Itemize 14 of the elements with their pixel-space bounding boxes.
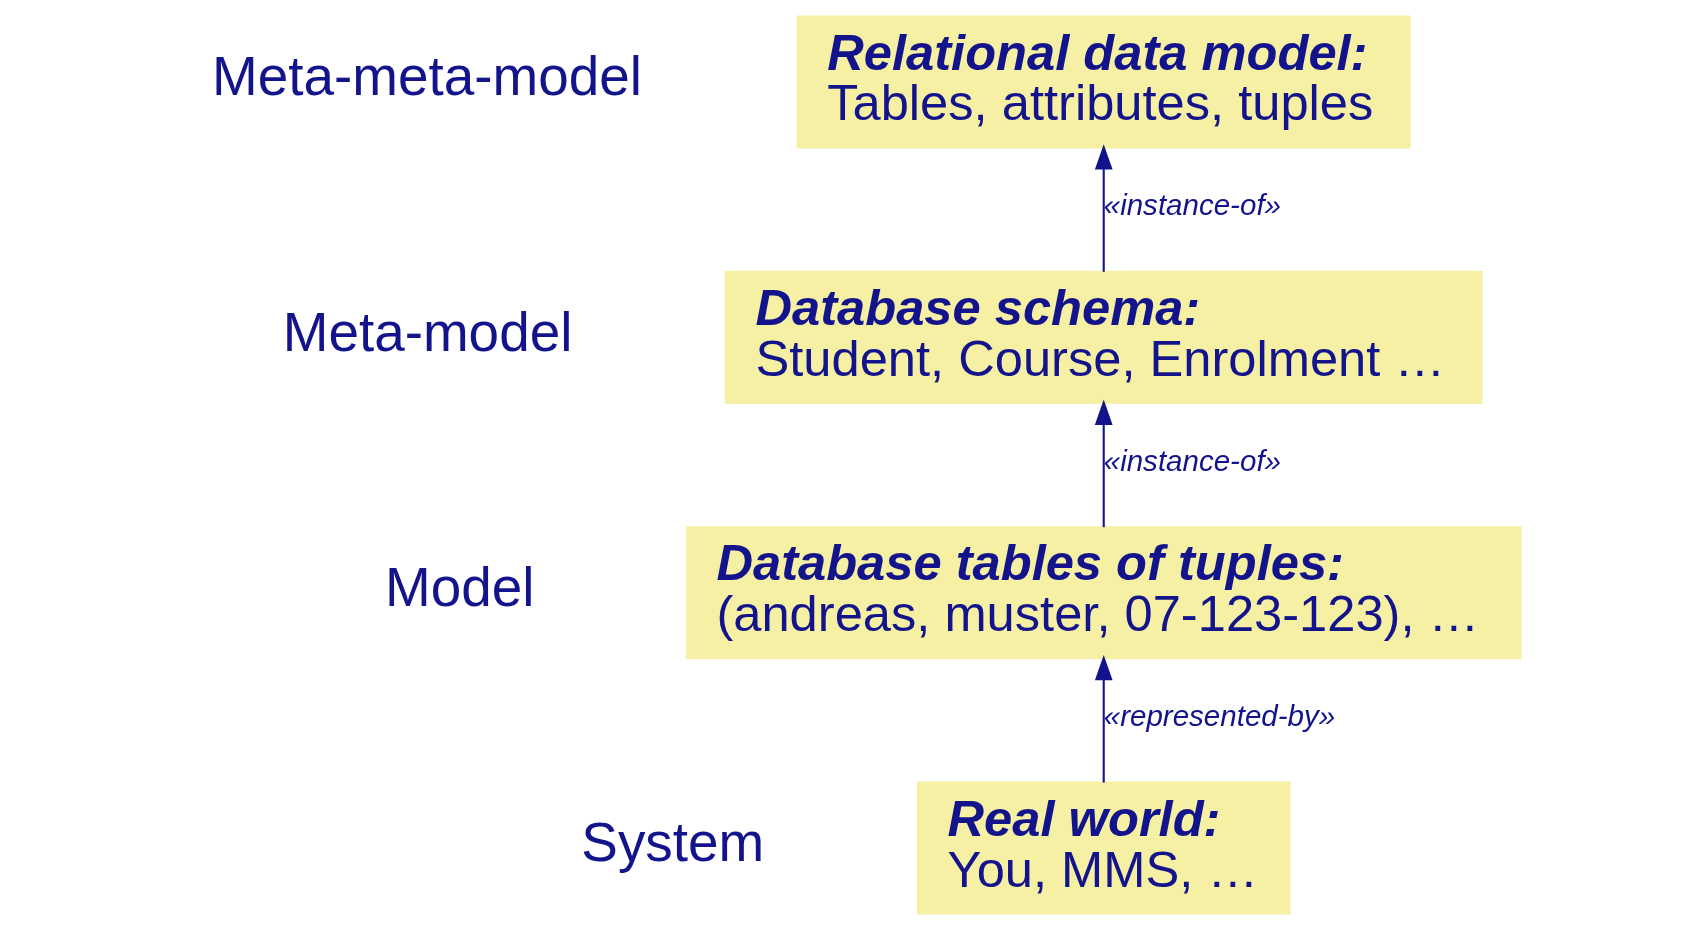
- node-box: Relational data model: Tables, attributes, tuples: [796, 15, 1411, 149]
- edge-label: «instance-of»: [1103, 188, 1281, 222]
- label: System: [580, 811, 764, 874]
- edge-label: «represented-by»: [1103, 699, 1335, 733]
- arrow: [1094, 399, 1113, 528]
- arrow: [1094, 654, 1113, 783]
- label: Model: [384, 555, 534, 618]
- node-box: Database schema: Student, Course, Enrolment …: [724, 270, 1483, 404]
- node-box: Database tables of tuples: (andreas, muster, 07-123-123), …: [685, 526, 1522, 660]
- label: Meta-meta-model: [211, 45, 642, 108]
- arrow: [1094, 144, 1113, 272]
- edge-label: «instance-of»: [1103, 443, 1281, 477]
- label: Meta-model: [282, 300, 572, 363]
- node-box: Real world: You, MMS, …: [916, 781, 1290, 915]
